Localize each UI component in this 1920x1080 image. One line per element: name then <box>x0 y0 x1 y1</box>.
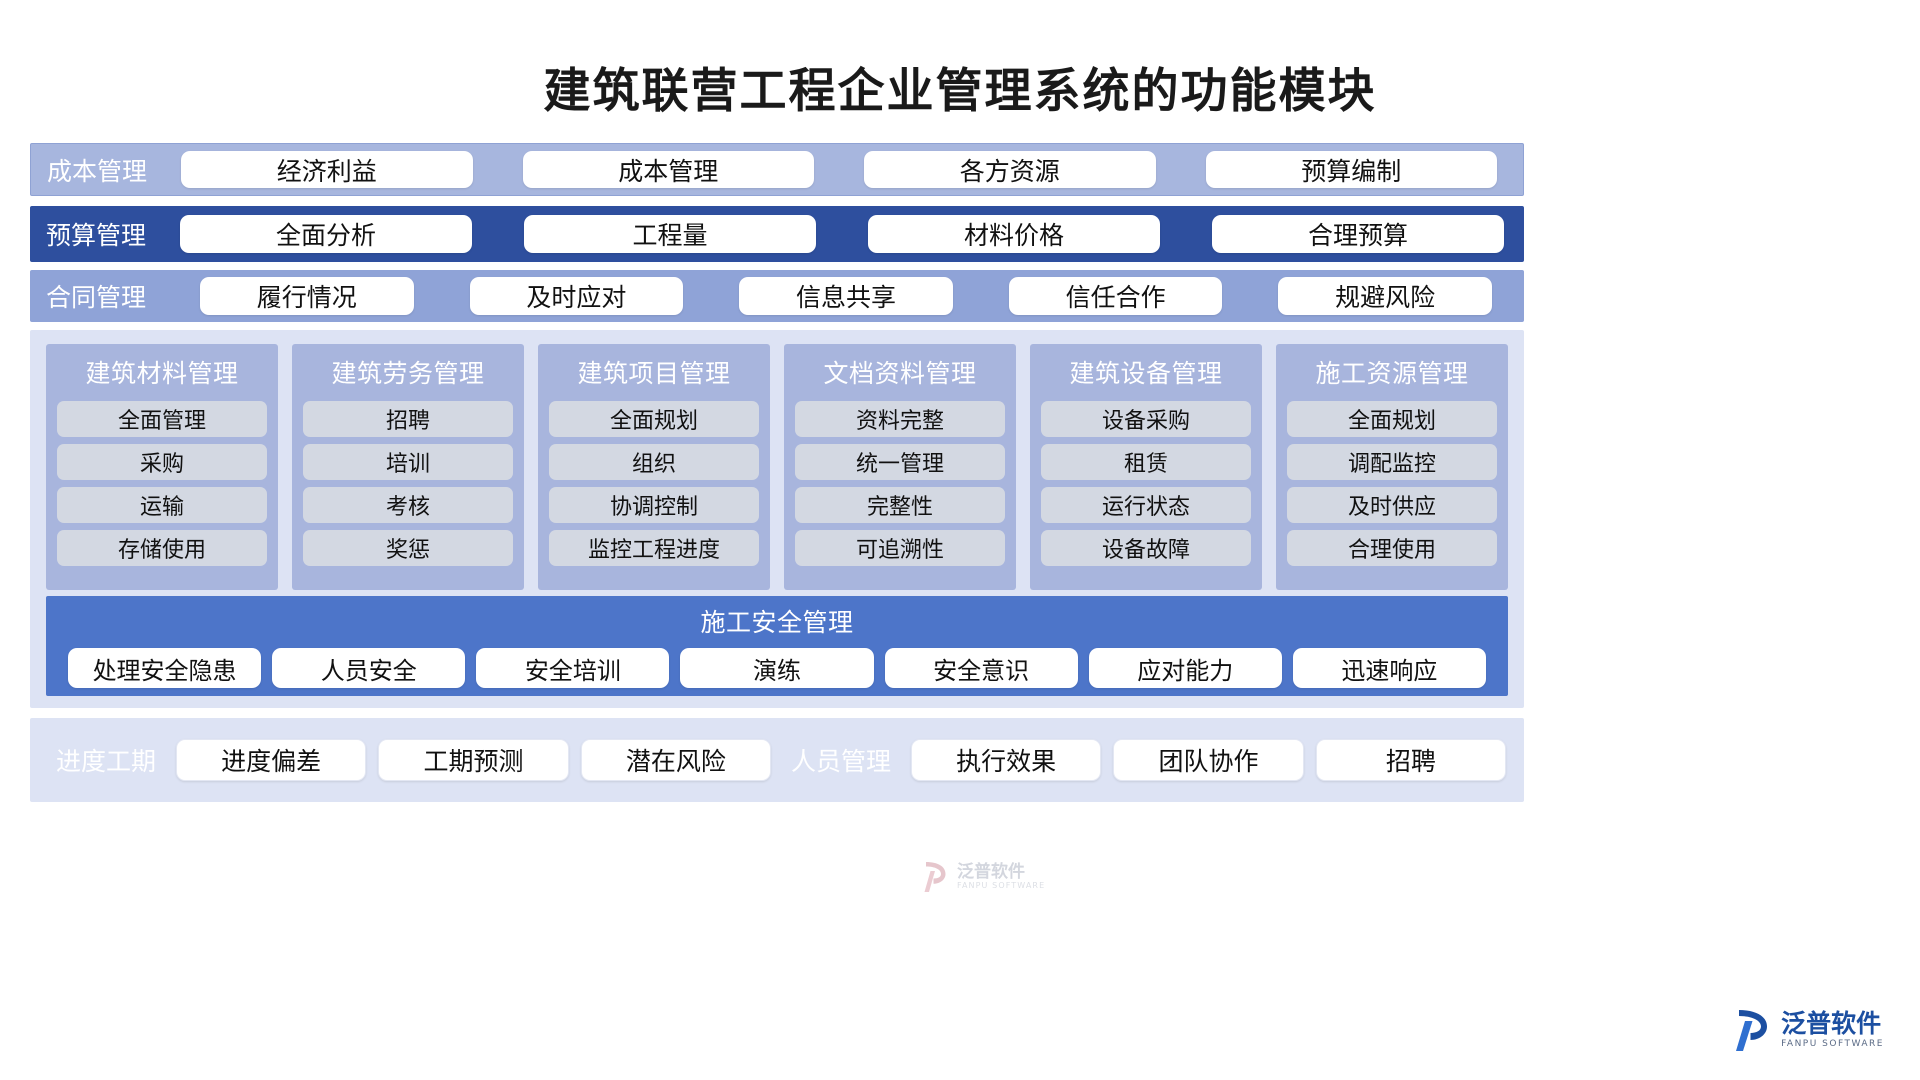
safety-item[interactable]: 安全培训 <box>476 648 670 688</box>
personnel-item[interactable]: 团队协作 <box>1113 739 1304 781</box>
row-schedule-personnel: 进度工期 进度偏差 工期预测 潜在风险 人员管理 执行效果 团队协作 招聘 <box>30 718 1524 802</box>
module-column-equipment: 建筑设备管理 设备采购 租赁 运行状态 设备故障 <box>1030 344 1262 590</box>
schedule-label: 进度工期 <box>56 747 157 776</box>
column-item[interactable]: 采购 <box>57 444 267 480</box>
row-contract-label: 合同管理 <box>46 283 147 312</box>
row-budget-management: 预算管理 全面分析 工程量 材料价格 合理预算 <box>30 206 1524 262</box>
module-column-building-materials: 建筑材料管理 全面管理 采购 运输 存储使用 <box>46 344 278 590</box>
modules-panel: 建筑材料管理 全面管理 采购 运输 存储使用 建筑劳务管理 招聘 培训 考核 奖… <box>30 330 1524 892</box>
column-item[interactable]: 统一管理 <box>795 444 1005 480</box>
row-budget-item-1[interactable]: 工程量 <box>524 215 816 253</box>
column-item[interactable]: 培训 <box>303 444 513 480</box>
column-item[interactable]: 全面规划 <box>549 401 759 437</box>
fanpu-logo-icon <box>1732 1008 1772 1052</box>
watermark-name-cn: 泛普软件 <box>957 861 1025 882</box>
column-item[interactable]: 可追溯性 <box>795 530 1005 566</box>
row-cost-item-2[interactable]: 各方资源 <box>864 151 1156 188</box>
column-item[interactable]: 考核 <box>303 487 513 523</box>
row-contract-item-3[interactable]: 信任合作 <box>1008 277 1223 315</box>
column-item[interactable]: 运行状态 <box>1041 487 1251 523</box>
column-item[interactable]: 运输 <box>57 487 267 523</box>
safety-item[interactable]: 人员安全 <box>272 648 466 688</box>
module-columns: 建筑材料管理 全面管理 采购 运输 存储使用 建筑劳务管理 招聘 培训 考核 奖… <box>46 344 1508 590</box>
row-cost-item-1[interactable]: 成本管理 <box>522 151 814 188</box>
row-contract-item-0[interactable]: 履行情况 <box>200 277 414 315</box>
column-item[interactable]: 完整性 <box>795 487 1005 523</box>
watermark: 泛普软件 FANPU SOFTWARE <box>920 860 1045 894</box>
safety-item[interactable]: 应对能力 <box>1088 648 1282 688</box>
column-item[interactable]: 招聘 <box>303 401 513 437</box>
brand-logo: 泛普软件 FANPU SOFTWARE <box>1732 1008 1884 1052</box>
column-item[interactable]: 存储使用 <box>57 530 267 566</box>
module-column-documents: 文档资料管理 资料完整 统一管理 完整性 可追溯性 <box>784 344 1016 590</box>
row-contract-item-1[interactable]: 及时应对 <box>469 277 684 315</box>
fanpu-logo-icon <box>920 860 950 894</box>
watermark-text: 泛普软件 FANPU SOFTWARE <box>957 861 1046 890</box>
safety-item[interactable]: 演练 <box>680 648 874 688</box>
column-item[interactable]: 奖惩 <box>303 530 513 566</box>
safety-title: 施工安全管理 <box>700 608 854 637</box>
safety-management-section: 施工安全管理 处理安全隐患 人员安全 安全培训 演练 安全意识 应对能力 迅速响… <box>46 596 1508 696</box>
column-item[interactable]: 调配监控 <box>1287 444 1497 480</box>
module-column-construction-resources: 施工资源管理 全面规划 调配监控 及时供应 合理使用 <box>1276 344 1508 590</box>
row-cost-management: 成本管理 经济利益 成本管理 各方资源 预算编制 <box>30 143 1524 196</box>
watermark-name-en: FANPU SOFTWARE <box>957 880 1046 890</box>
personnel-label: 人员管理 <box>791 747 892 776</box>
row-budget-item-2[interactable]: 材料价格 <box>868 215 1160 253</box>
column-title: 建筑劳务管理 <box>331 359 485 388</box>
column-item[interactable]: 组织 <box>549 444 759 480</box>
column-title: 建筑材料管理 <box>85 359 239 388</box>
module-column-project: 建筑项目管理 全面规划 组织 协调控制 监控工程进度 <box>538 344 770 590</box>
column-item[interactable]: 全面规划 <box>1287 401 1497 437</box>
column-item[interactable]: 资料完整 <box>795 401 1005 437</box>
personnel-item[interactable]: 招聘 <box>1315 739 1506 781</box>
column-item[interactable]: 租赁 <box>1041 444 1251 480</box>
brand-name-en: FANPU SOFTWARE <box>1781 1039 1884 1049</box>
column-item[interactable]: 协调控制 <box>549 487 759 523</box>
row-contract-item-2[interactable]: 信息共享 <box>739 277 953 315</box>
schedule-item[interactable]: 潜在风险 <box>580 739 771 781</box>
brand-name-cn: 泛普软件 <box>1781 1009 1882 1038</box>
schedule-item[interactable]: 工期预测 <box>378 739 569 781</box>
row-budget-label: 预算管理 <box>46 221 147 250</box>
column-title: 文档资料管理 <box>823 359 977 388</box>
row-cost-item-3[interactable]: 预算编制 <box>1205 151 1497 188</box>
row-contract-item-4[interactable]: 规避风险 <box>1278 277 1492 315</box>
column-title: 建筑设备管理 <box>1069 359 1223 388</box>
column-item[interactable]: 设备采购 <box>1041 401 1251 437</box>
column-item[interactable]: 合理使用 <box>1287 530 1497 566</box>
row-cost-item-0[interactable]: 经济利益 <box>181 151 473 188</box>
schedule-item[interactable]: 进度偏差 <box>176 739 367 781</box>
column-title: 施工资源管理 <box>1315 359 1469 388</box>
row-contract-management: 合同管理 履行情况 及时应对 信息共享 信任合作 规避风险 <box>30 270 1524 322</box>
column-item[interactable]: 设备故障 <box>1041 530 1251 566</box>
safety-items: 处理安全隐患 人员安全 安全培训 演练 安全意识 应对能力 迅速响应 <box>46 639 1508 688</box>
row-budget-item-0[interactable]: 全面分析 <box>180 215 472 253</box>
column-item[interactable]: 及时供应 <box>1287 487 1497 523</box>
safety-item[interactable]: 处理安全隐患 <box>68 648 262 688</box>
column-title: 建筑项目管理 <box>577 359 731 388</box>
column-item[interactable]: 监控工程进度 <box>549 530 759 566</box>
module-column-labor: 建筑劳务管理 招聘 培训 考核 奖惩 <box>292 344 524 590</box>
row-budget-item-3[interactable]: 合理预算 <box>1212 215 1504 253</box>
row-cost-label: 成本管理 <box>47 156 148 186</box>
safety-item[interactable]: 迅速响应 <box>1292 648 1486 688</box>
page-title: 建筑联营工程企业管理系统的功能模块 <box>543 64 1377 119</box>
safety-item[interactable]: 安全意识 <box>884 648 1078 688</box>
column-item[interactable]: 全面管理 <box>57 401 267 437</box>
personnel-item[interactable]: 执行效果 <box>911 739 1102 781</box>
